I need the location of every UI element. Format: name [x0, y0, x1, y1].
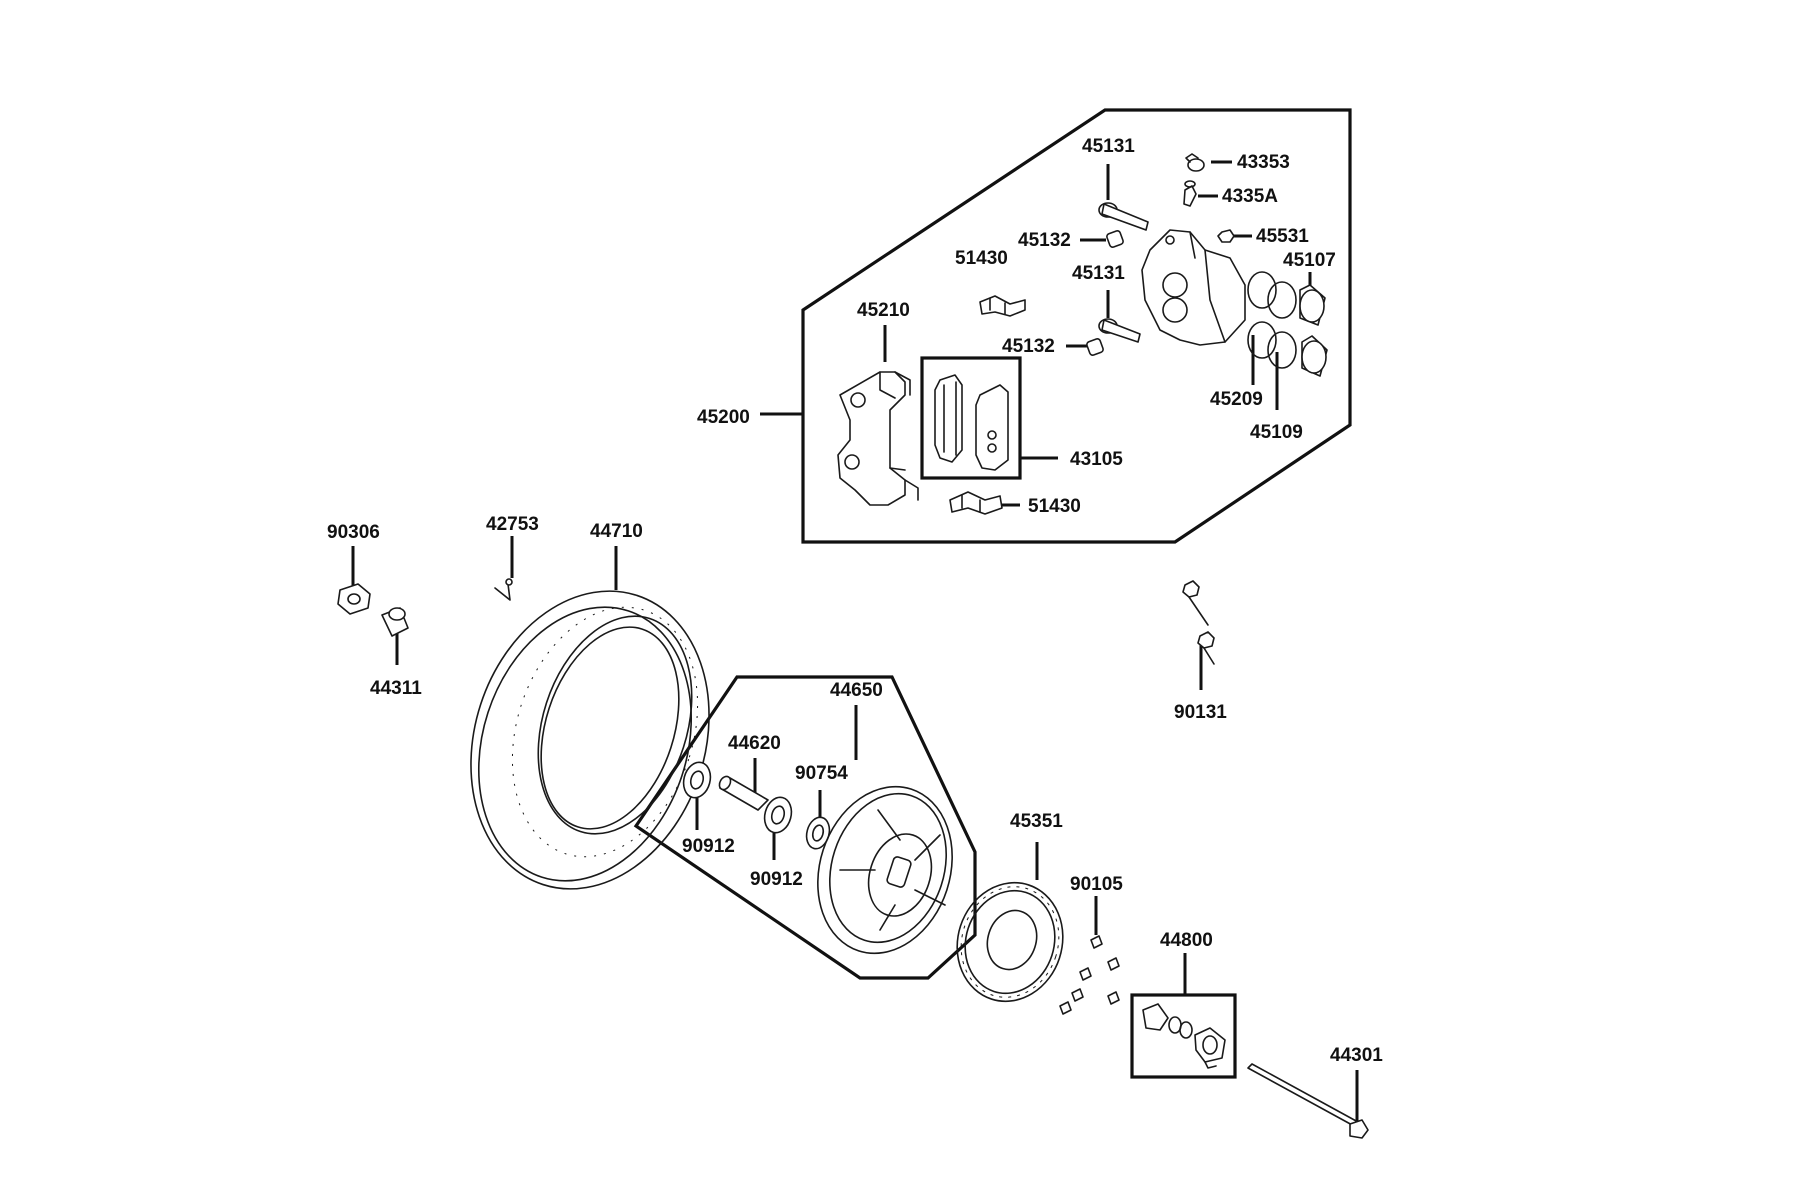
callout-45210: 45210: [857, 300, 910, 321]
axle-44301: [1247, 1063, 1369, 1139]
wheel-rim-44650: [817, 785, 953, 955]
callout-labels: 45131 43353 4335A 45132 45531 51430 4513…: [327, 136, 1383, 1066]
callout-90306: 90306: [327, 522, 380, 543]
callout-90105: 90105: [1070, 874, 1123, 895]
collar-44311: [381, 607, 409, 637]
callout-51430-lower: 51430: [1028, 496, 1081, 517]
callout-45209: 45209: [1210, 389, 1263, 410]
wheel-rim-frame: [633, 675, 977, 980]
callout-44800: 44800: [1160, 930, 1213, 951]
piston-seal-45209: [1247, 271, 1277, 359]
callout-44301: 44301: [1330, 1045, 1383, 1066]
callout-51430-upper: 51430: [955, 248, 1008, 269]
callout-45200: 45200: [697, 407, 750, 428]
brake-pad-left: [934, 374, 963, 463]
brake-disc-45351: [956, 881, 1064, 1003]
caliper-assembly-frame: [801, 108, 1352, 544]
piston-45107: [1299, 284, 1328, 377]
callout-44311: 44311: [370, 678, 422, 699]
callout-45107: 45107: [1283, 250, 1336, 271]
slide-pin-lower-45131: [1098, 318, 1141, 343]
callout-45132-lower: 45132: [1002, 336, 1055, 357]
caliper-bracket-45210: [837, 371, 919, 506]
speedo-gear-44800: [1142, 1003, 1226, 1069]
seal-90754: [805, 816, 831, 850]
dust-seal-45109: [1267, 281, 1297, 369]
brake-pad-frame: [920, 356, 1022, 480]
bolt-90131: [1182, 580, 1215, 665]
callout-90754: 90754: [795, 763, 848, 784]
callout-45131-upper: 45131: [1082, 136, 1135, 157]
callout-44710: 44710: [590, 521, 643, 542]
callout-44620: 44620: [728, 733, 781, 754]
callout-44650: 44650: [830, 680, 883, 701]
callout-90912-right: 90912: [750, 869, 803, 890]
callout-43105: 43105: [1070, 449, 1123, 470]
nut-45531: [1217, 229, 1235, 243]
spacer-44620: [718, 775, 769, 811]
bleed-cap-43353: [1185, 153, 1205, 172]
axle-nut-90306: [337, 583, 371, 615]
brake-pad-right: [975, 384, 1009, 471]
caliper-body: [1141, 229, 1246, 346]
callout-42753: 42753: [486, 514, 539, 535]
pad-spring-upper-51430: [979, 295, 1026, 317]
pin-boot-upper-45132: [1106, 230, 1124, 248]
slide-pin-upper-45131: [1098, 202, 1149, 231]
callout-45351: 45351: [1010, 811, 1063, 832]
pin-boot-lower-45132: [1086, 338, 1104, 356]
callout-45109: 45109: [1250, 422, 1303, 443]
callout-4335A: 4335A: [1222, 186, 1278, 207]
tire-44710: [470, 590, 710, 890]
disc-bolts-90105: [1059, 935, 1120, 1015]
callout-90912-left: 90912: [682, 836, 735, 857]
bearing-90912-left: [682, 761, 712, 799]
callout-90131: 90131: [1174, 702, 1227, 723]
callout-45131-lower: 45131: [1072, 263, 1125, 284]
bleed-valve-4335A: [1183, 180, 1197, 207]
callout-43353: 43353: [1237, 152, 1290, 173]
pad-spring-lower-51430: [949, 491, 1003, 515]
callout-45132-upper: 45132: [1018, 230, 1071, 251]
bearing-90912-right: [763, 796, 793, 834]
callout-45531: 45531: [1256, 226, 1309, 247]
valve-stem-42753: [494, 578, 513, 601]
